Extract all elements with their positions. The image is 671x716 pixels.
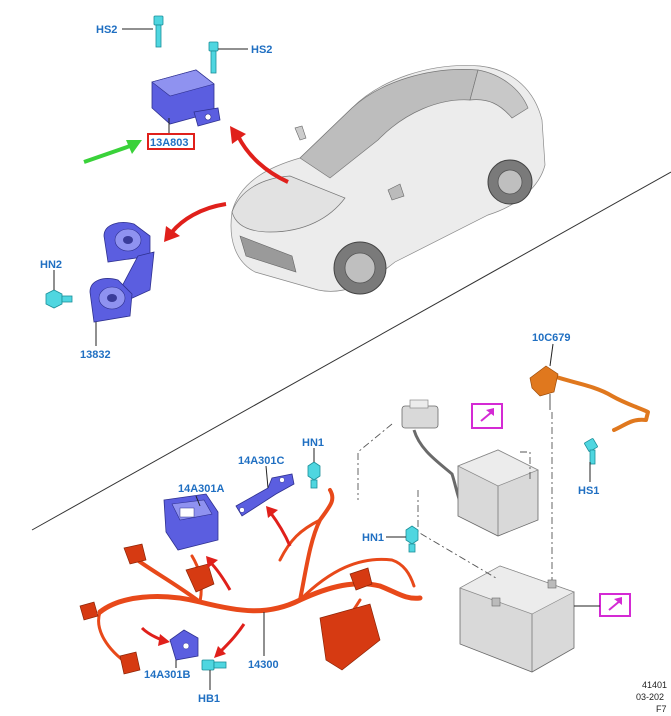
install-arrow-4-head	[214, 646, 226, 658]
label-13a803: 13A803	[150, 137, 189, 149]
bracket-14a301c	[235, 473, 295, 517]
module-13a803	[151, 69, 221, 127]
install-arrow-1	[208, 560, 232, 591]
install-arrow-4	[218, 623, 246, 654]
bracket-14a301b	[169, 629, 199, 661]
vehicle-illustration	[230, 65, 546, 295]
footer-code-line1: 41401	[642, 680, 667, 690]
bolt-hs1-icon	[584, 438, 598, 465]
install-arrow-2	[268, 511, 292, 547]
location-arrow-upper	[236, 135, 289, 184]
nut-hn1-right-icon	[405, 525, 419, 553]
location-arrow-upper-head	[230, 126, 246, 144]
label-hn1-right: HN1	[362, 532, 384, 544]
label-13832: 13832	[80, 349, 111, 361]
label-hn1-top: HN1	[302, 437, 324, 449]
label-14a301c: 14A301C	[238, 455, 285, 467]
green-arrow-icon	[83, 140, 142, 164]
label-14300: 14300	[248, 659, 279, 671]
alignment-line-4	[520, 451, 531, 480]
see-also-icon-lower[interactable]	[599, 593, 631, 617]
wiring-harness-14300	[79, 488, 423, 675]
label-hs1: HS1	[578, 485, 599, 497]
label-hn2: HN2	[40, 259, 62, 271]
battery-cable-10c679	[529, 365, 650, 432]
label-10c679: 10C679	[532, 332, 571, 344]
install-arrow-3-head	[158, 634, 170, 646]
horn-assembly-13832	[89, 222, 155, 323]
see-also-icon-upper[interactable]	[471, 403, 503, 429]
install-arrow-1-head	[206, 556, 218, 568]
bolt-hs2-right-icon	[208, 41, 219, 74]
battery-tray-box	[457, 449, 539, 537]
battery	[459, 565, 575, 673]
location-arrow-lower	[170, 202, 227, 234]
label-hs2-top: HS2	[96, 24, 117, 36]
bracket-14a301a	[163, 493, 219, 551]
alignment-line-1	[357, 423, 393, 500]
battery-monitor-sensor	[401, 399, 466, 513]
label-14a301b: 14A301B	[144, 669, 191, 681]
location-arrow-lower-head	[164, 226, 180, 242]
bolt-hs2-top-icon	[153, 15, 164, 48]
nut-hn2-icon	[45, 289, 73, 309]
section-divider-line	[31, 171, 671, 531]
bolt-hb1-icon	[201, 659, 227, 671]
nut-hn1-top-icon	[307, 461, 321, 489]
install-arrow-2-head	[266, 506, 278, 518]
label-hb1: HB1	[198, 693, 220, 705]
label-hs2-right: HS2	[251, 44, 272, 56]
install-arrow-3	[140, 626, 163, 642]
footer-code-line2: 03-202	[636, 692, 664, 702]
footer-code-line3: F7	[656, 704, 667, 714]
highlight-box-13a803	[147, 133, 195, 150]
label-14a301a: 14A301A	[178, 483, 225, 495]
